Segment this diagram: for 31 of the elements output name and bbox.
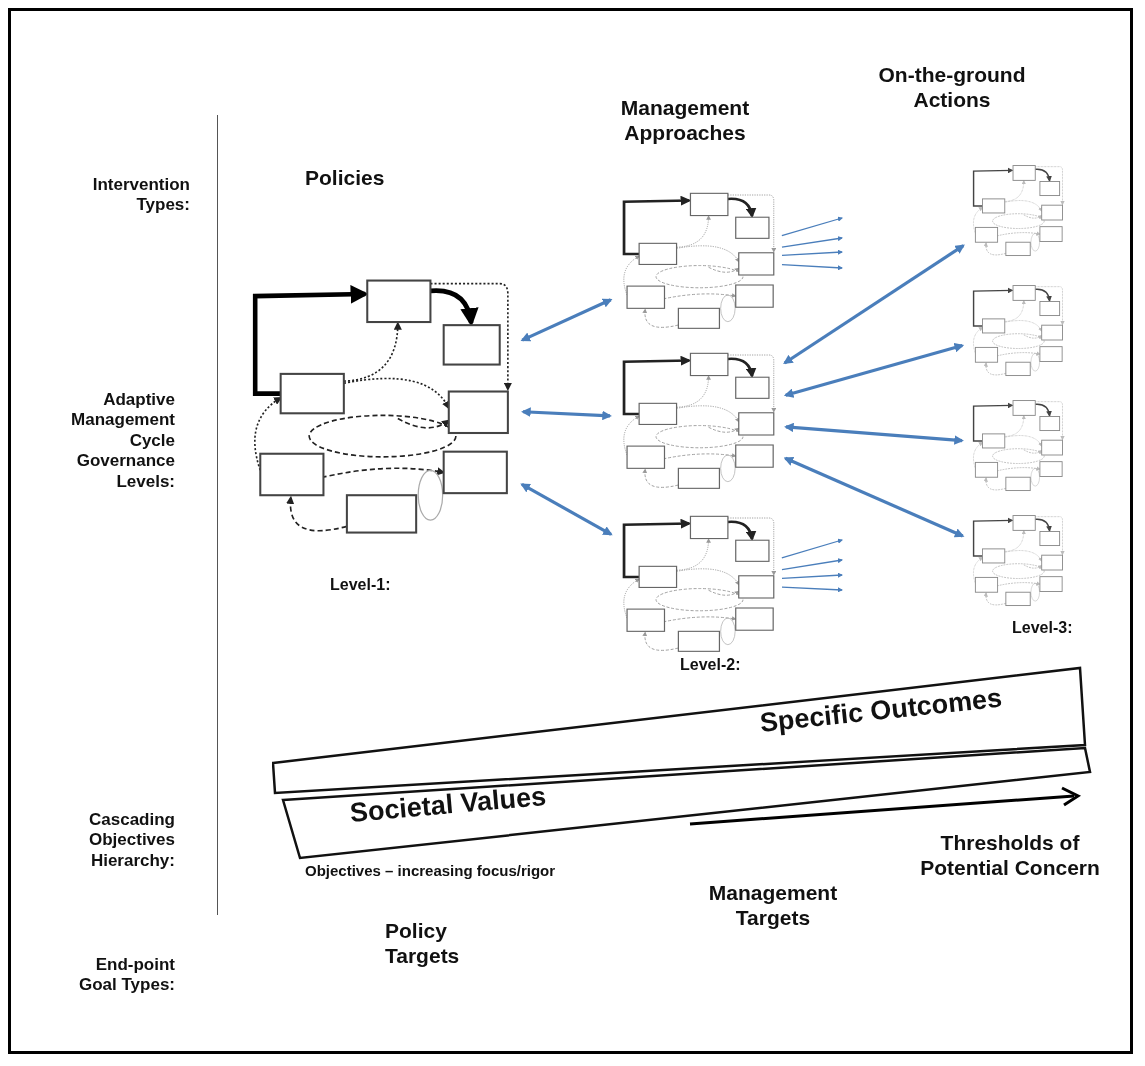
arrow — [781, 572, 844, 579]
level-label: Level-1: — [330, 575, 392, 595]
level-label: Level-2: — [680, 655, 742, 675]
column-heading: Policies — [305, 165, 386, 191]
column-heading: On-the-ground Actions — [877, 62, 1027, 113]
double-arrow — [783, 244, 965, 365]
double-arrow — [784, 422, 964, 445]
arrow — [781, 586, 844, 593]
goal-type-label: Policy Targets — [385, 918, 461, 969]
column-heading: Management Approaches — [619, 95, 751, 146]
arrow-caption: Objectives – increasing focus/rigor — [305, 862, 557, 880]
goal-type-label: Thresholds of Potential Concern — [919, 830, 1101, 881]
double-arrow — [521, 407, 612, 421]
arrow — [781, 236, 844, 248]
double-arrow — [783, 456, 965, 538]
row-heading: Intervention Types: — [91, 175, 190, 216]
arrow — [781, 216, 843, 237]
row-heading: Cascading Objectives Hierarchy: — [88, 810, 175, 872]
row-heading: End-point Goal Types: — [77, 955, 175, 996]
double-arrow — [520, 483, 613, 536]
row-heading: Adaptive Management Cycle Governance Levels: — [70, 390, 175, 492]
band-title: Specific Outcomes — [758, 681, 1004, 740]
double-arrow — [783, 343, 965, 398]
goal-type-label: Management Targets — [707, 880, 839, 931]
band-title: Societal Values — [348, 779, 548, 830]
arrow — [781, 558, 844, 571]
level-label: Level-3: — [1012, 618, 1074, 638]
arrow — [781, 249, 844, 256]
double-arrow — [520, 298, 613, 342]
arrow — [781, 538, 843, 559]
arrow — [781, 264, 844, 271]
